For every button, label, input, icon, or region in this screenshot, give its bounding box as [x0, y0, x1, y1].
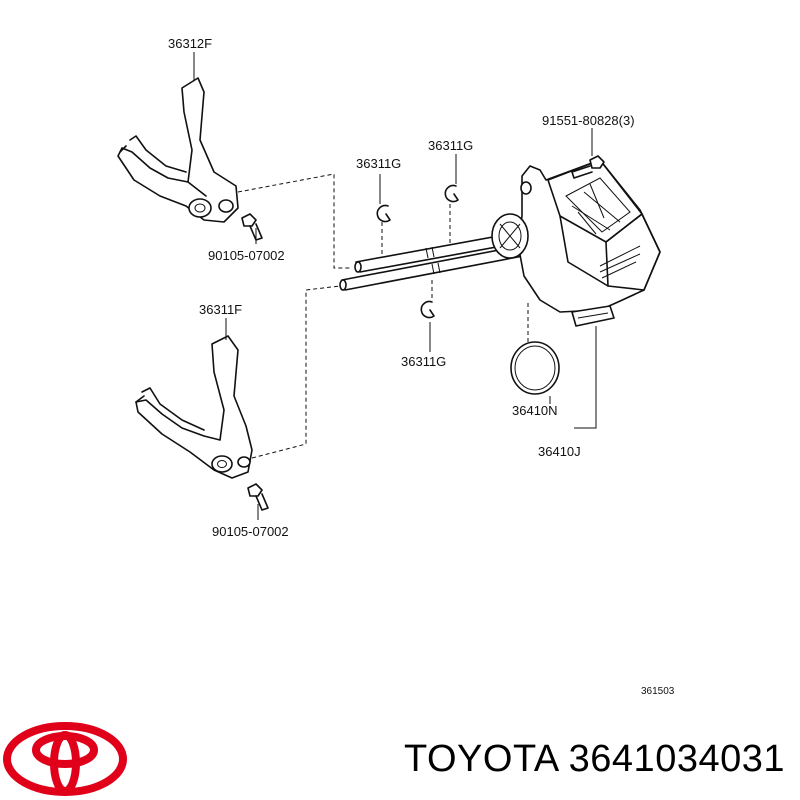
- label-clip-c: 36311G: [401, 354, 446, 369]
- actuator-bolt: [571, 155, 605, 179]
- label-clip-b: 36311G: [428, 138, 473, 153]
- bolt-lower: [247, 483, 269, 511]
- label-actuator-bolt: 91551-80828(3): [542, 113, 635, 128]
- o-ring: [510, 341, 560, 395]
- brand-part-number: TOYOTA 3641034031: [403, 738, 785, 780]
- brand-caption: TOYOTA 3641034031: [365, 738, 795, 790]
- label-fork-lower: 36311F: [199, 302, 242, 317]
- figure-code: 361503: [641, 686, 675, 697]
- label-clip-a: 36311G: [356, 156, 401, 171]
- toyota-logo-icon: [3, 722, 127, 796]
- label-actuator: 36410J: [538, 444, 581, 459]
- label-bolt-upper: 90105-07002: [208, 248, 285, 263]
- assembly-dashed-lines: [237, 173, 529, 459]
- clip-a: [376, 204, 391, 223]
- clip-c: [420, 300, 435, 319]
- bolt-upper: [241, 213, 263, 241]
- shift-fork-lower: [135, 335, 253, 479]
- label-fork-upper: 36312F: [168, 36, 212, 51]
- leader-lines: [193, 52, 597, 520]
- shift-fork-upper: [117, 77, 239, 223]
- label-bolt-lower: 90105-07002: [212, 524, 289, 539]
- label-o-ring: 36410N: [512, 403, 558, 418]
- clip-b: [444, 184, 459, 203]
- shift-actuator: [491, 159, 661, 327]
